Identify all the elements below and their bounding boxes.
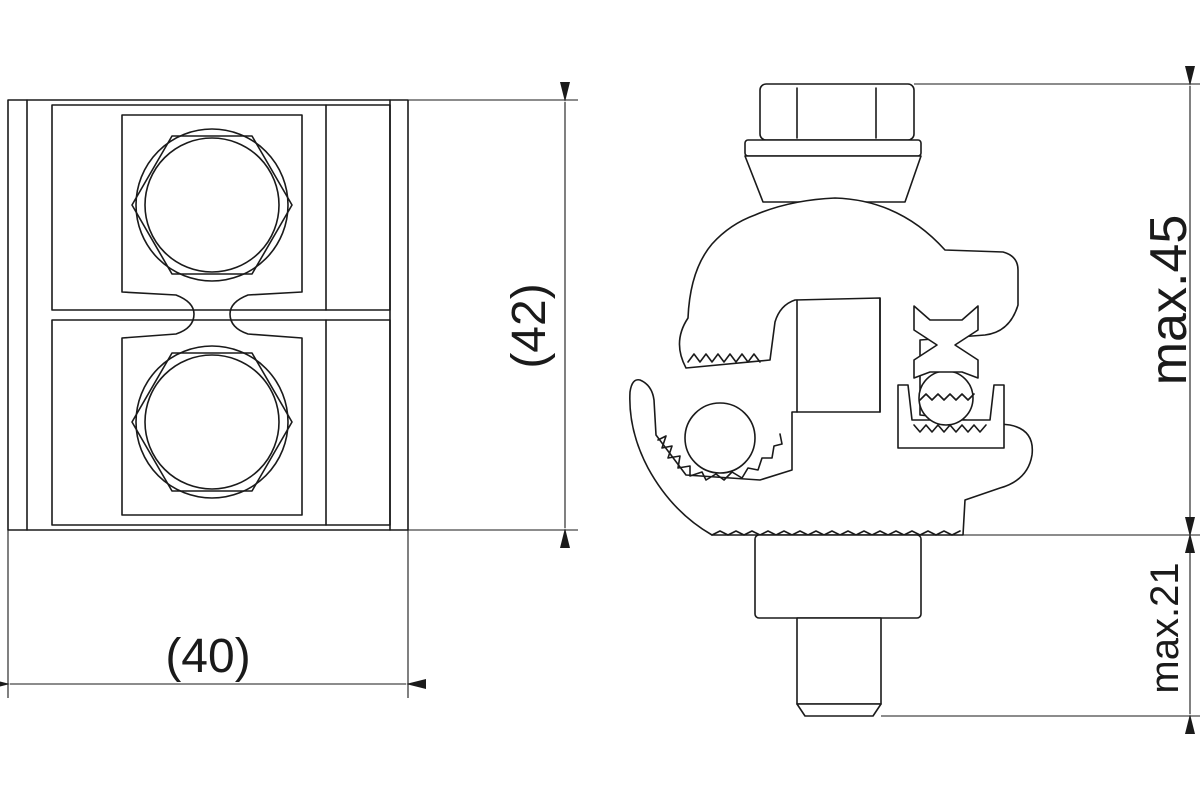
threaded-bolt-icon — [796, 617, 882, 705]
top-bolt-head-icon — [759, 83, 915, 141]
lower-hex-nut-icon — [131, 352, 293, 492]
front-lower-plate — [51, 319, 391, 526]
front-height-label: (42) — [503, 283, 556, 368]
side-view — [629, 83, 1034, 717]
tap-clip — [897, 384, 1005, 449]
side-bolt-label: max.21 — [1143, 562, 1187, 693]
front-width-dimension: (40) — [0, 530, 426, 698]
front-insert-outline — [121, 114, 303, 516]
side-height-label: max.45 — [1140, 215, 1198, 386]
front-upper-plate — [51, 104, 391, 311]
front-view — [7, 99, 409, 531]
lower-nut-icon — [754, 534, 922, 619]
upper-hex-nut-icon — [131, 135, 293, 275]
side-bolt-dimension: max.21 — [881, 517, 1200, 734]
clamp-body — [629, 197, 1034, 536]
small-wedge-icon — [913, 305, 979, 379]
front-body-outline — [7, 99, 409, 531]
side-height-dimension: max.45 — [914, 66, 1200, 553]
main-conductor-icon — [684, 402, 756, 474]
front-width-label: (40) — [165, 630, 250, 683]
front-height-dimension: (42) — [408, 82, 578, 548]
